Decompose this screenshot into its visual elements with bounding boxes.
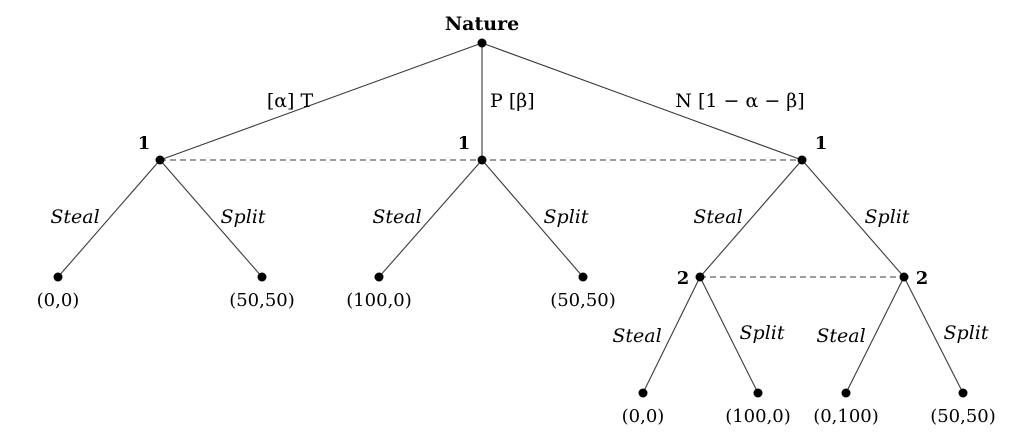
action-label-n-steal-steal: Steal xyxy=(612,325,661,347)
player-label-2-split: 2 xyxy=(916,268,929,289)
action-label-p-split: Split xyxy=(544,206,589,228)
node-nature xyxy=(477,38,487,48)
edge-nature-n xyxy=(481,42,803,161)
terminal-t-steal xyxy=(53,272,63,282)
edge-n-split xyxy=(801,159,905,278)
player-label-2-steal: 2 xyxy=(677,268,690,289)
player-label-1-n: 1 xyxy=(815,133,828,154)
terminal-p-split xyxy=(578,272,588,282)
terminal-n-split-steal xyxy=(841,388,851,398)
player-label-1-p: 1 xyxy=(458,133,471,154)
node-player1-t xyxy=(155,155,165,165)
terminal-p-steal xyxy=(374,272,384,282)
action-label-n-split-steal: Steal xyxy=(816,325,865,347)
branch-label-t: [α] T xyxy=(267,90,314,112)
payoff-p-steal: (100,0) xyxy=(346,290,412,311)
edge-n-steal-steal xyxy=(642,276,701,394)
payoff-n-split-split: (50,50) xyxy=(930,406,996,427)
terminal-n-steal-split xyxy=(753,388,763,398)
terminal-n-steal-steal xyxy=(638,388,648,398)
node-player1-p xyxy=(477,155,487,165)
edge-nature-t xyxy=(159,42,483,161)
payoff-n-split-steal: (0,100) xyxy=(813,406,879,427)
branch-label-p: P [β] xyxy=(490,90,535,112)
edge-n-steal xyxy=(699,159,803,278)
branch-label-n: N [1 − α − β] xyxy=(675,90,804,112)
action-label-n-split-split: Split xyxy=(944,322,989,344)
edge-n-split-split xyxy=(903,276,964,394)
payoff-n-steal-split: (100,0) xyxy=(725,406,791,427)
action-label-n-split: Split xyxy=(865,206,910,228)
payoff-n-steal-steal: (0,0) xyxy=(622,406,665,427)
edge-p-split xyxy=(481,159,584,278)
player-label-1-t: 1 xyxy=(138,133,151,154)
node-player2-steal xyxy=(695,272,705,282)
action-label-t-steal: Steal xyxy=(50,206,99,228)
terminal-n-split-split xyxy=(958,388,968,398)
action-label-n-steal: Steal xyxy=(693,206,742,228)
action-label-t-split: Split xyxy=(221,206,266,228)
root-label: Nature xyxy=(445,13,519,35)
action-label-n-steal-split: Split xyxy=(740,322,785,344)
edge-t-split xyxy=(159,159,263,278)
node-player2-split xyxy=(899,272,909,282)
terminal-t-split xyxy=(257,272,267,282)
payoff-t-split: (50,50) xyxy=(229,290,295,311)
edge-p-steal xyxy=(378,159,483,278)
action-label-p-steal: Steal xyxy=(372,206,421,228)
edge-n-split-steal xyxy=(845,276,905,394)
payoff-t-steal: (0,0) xyxy=(37,290,80,311)
payoff-p-split: (50,50) xyxy=(550,290,616,311)
node-player1-n xyxy=(797,155,807,165)
edge-n-steal-split xyxy=(699,276,759,394)
edge-t-steal xyxy=(57,159,161,278)
